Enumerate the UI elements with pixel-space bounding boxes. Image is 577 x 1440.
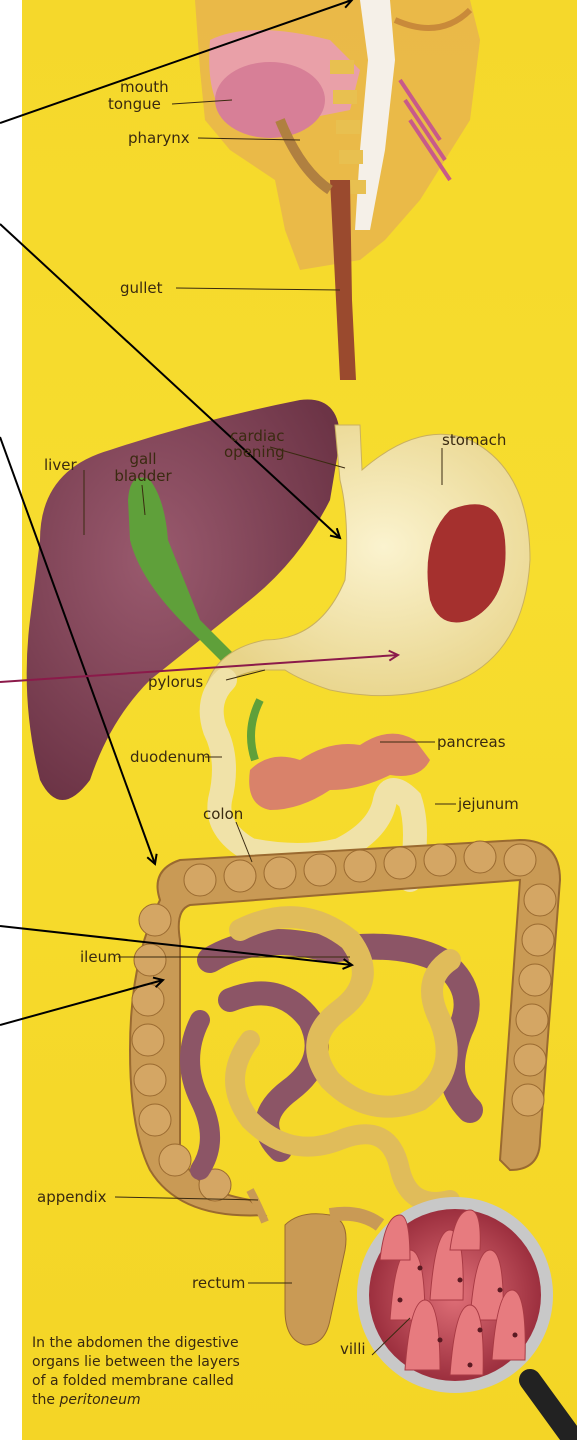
caption-line-3: of a folded membrane called <box>32 1372 272 1391</box>
caption-line-4-prefix: the <box>32 1392 59 1408</box>
small-intestine-coils <box>190 917 470 1202</box>
label-bladder: bladder <box>108 469 178 484</box>
caption-line-2: organs lie between the layers <box>32 1353 272 1372</box>
label-tongue: tongue <box>108 97 161 112</box>
label-colon: colon <box>203 807 243 822</box>
label-gall: gall <box>114 452 172 467</box>
label-gullet: gullet <box>120 281 162 296</box>
label-villi: villi <box>340 1342 366 1357</box>
magnifying-glass <box>357 1197 570 1435</box>
label-duodenum: duodenum <box>130 750 211 765</box>
label-pylorus: pylorus <box>148 675 203 690</box>
caption-line-4: the peritoneum <box>32 1391 272 1410</box>
label-mouth: mouth <box>120 80 169 95</box>
label-ileum: ileum <box>80 950 122 965</box>
label-stomach: stomach <box>442 433 506 448</box>
label-pancreas: pancreas <box>437 735 506 750</box>
label-appendix: appendix <box>37 1190 107 1205</box>
label-opening: opening <box>224 445 285 460</box>
head-section <box>195 0 480 380</box>
label-liver: liver <box>44 458 77 473</box>
caption-peritoneum: peritoneum <box>59 1392 140 1408</box>
caption-line-1: In the abdomen the digestive <box>32 1334 272 1353</box>
label-cardiac: cardiac <box>230 429 284 444</box>
label-pharynx: pharynx <box>128 131 190 146</box>
label-rectum: rectum <box>192 1276 245 1291</box>
caption: In the abdomen the digestive organs lie … <box>32 1334 272 1410</box>
rectum-shape <box>285 1214 346 1345</box>
label-jejunum: jejunum <box>458 797 519 812</box>
